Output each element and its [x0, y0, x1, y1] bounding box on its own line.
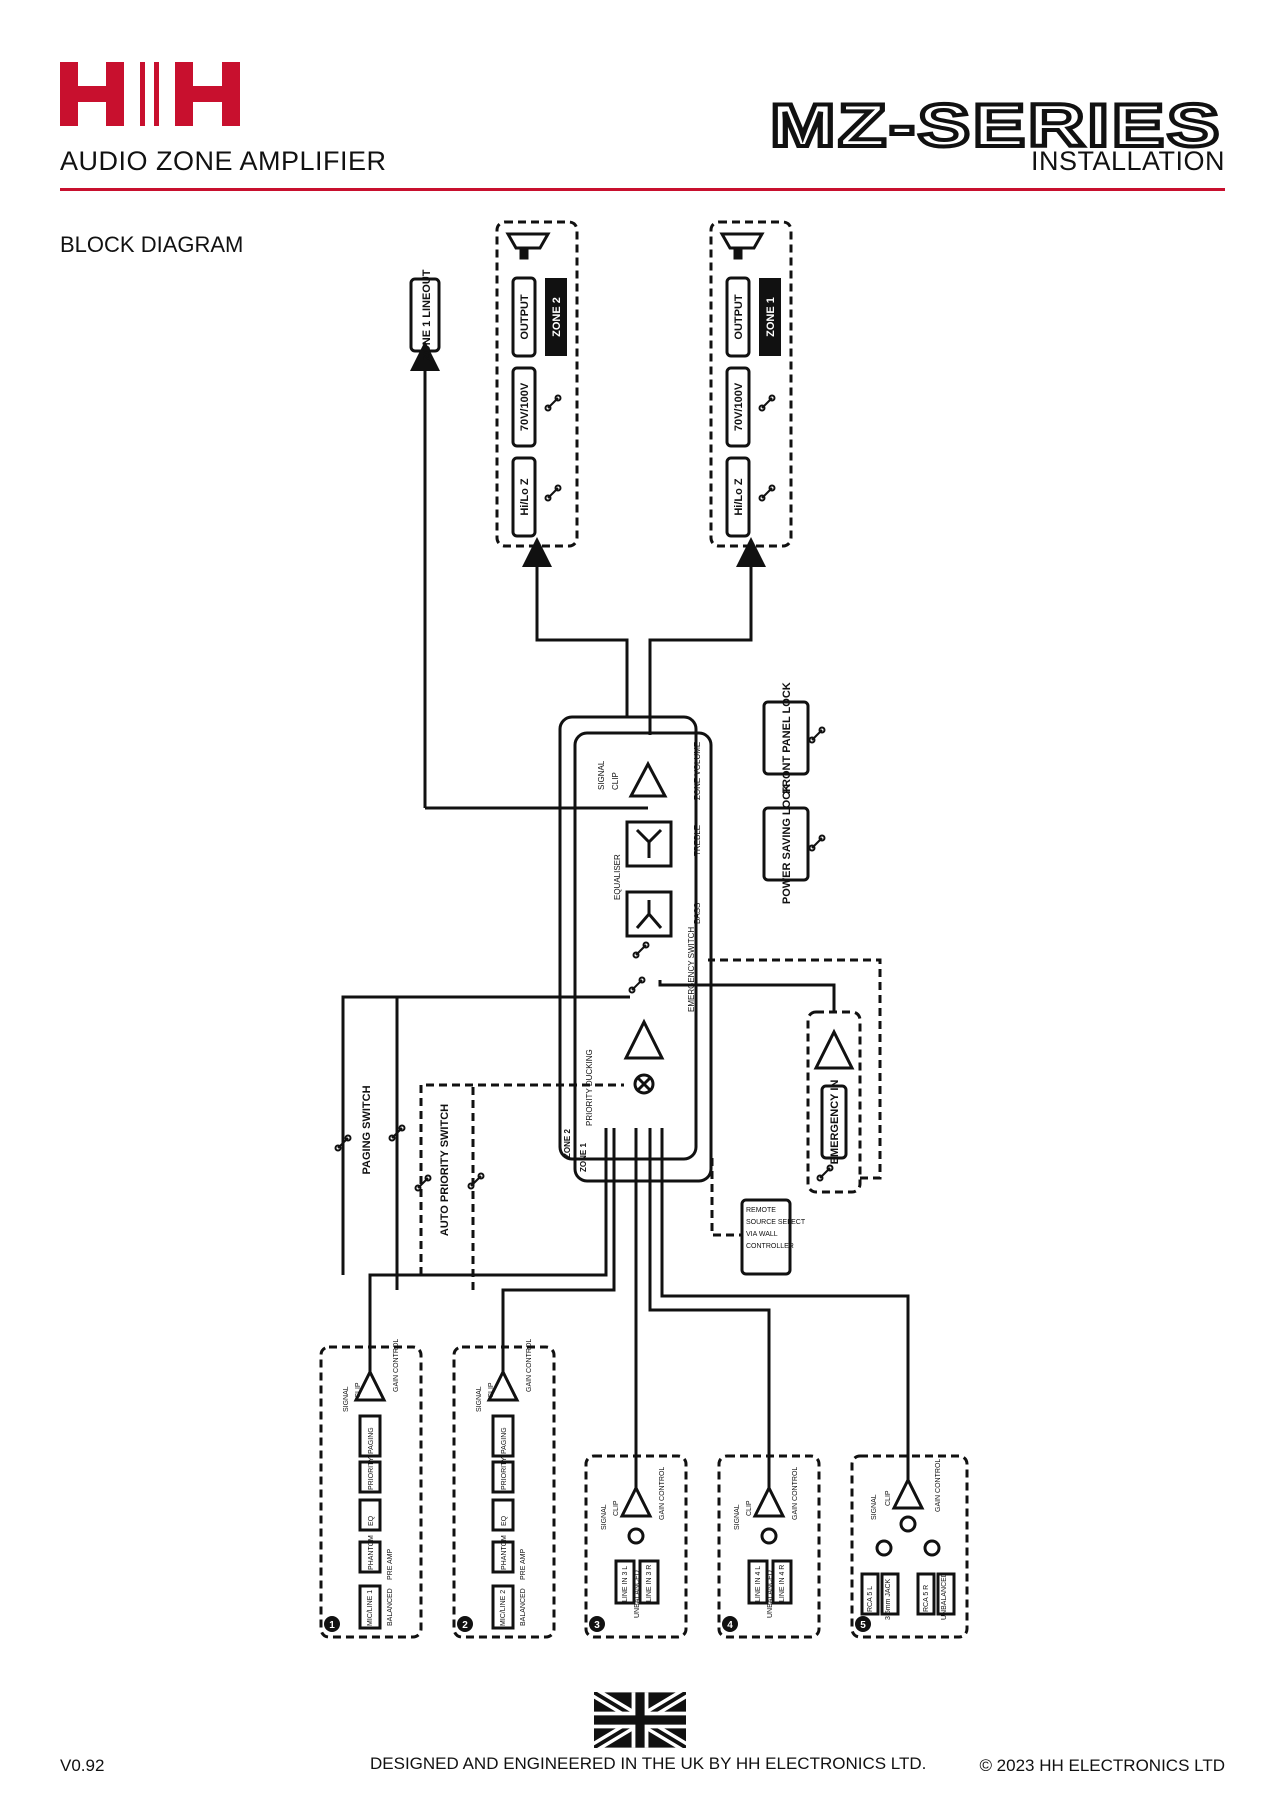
uk-flag-icon: [594, 1692, 686, 1748]
in3-label: LINE IN 3 L: [622, 1566, 629, 1602]
proc-clip-label: CLIP: [611, 772, 620, 790]
installation-label: INSTALLATION: [1030, 146, 1225, 176]
in2-label: MIC/LINE 2: [500, 1590, 507, 1626]
remote-line-2: SOURCE SELECT: [746, 1219, 806, 1226]
in2-signal: SIGNAL: [476, 1386, 483, 1412]
in1-block-preamp: PRE AMP: [387, 1549, 394, 1580]
in2-number: 2: [462, 1620, 468, 1631]
priority-ducking-label: PRIORITY DUCKING: [585, 1049, 594, 1126]
zone1-impedance-label: Hi/Lo Z: [733, 478, 745, 516]
input-module-5: [850, 1454, 969, 1639]
zone-volume-label: ZONE VOLUME: [693, 742, 702, 800]
equaliser-label: EQUALISER: [613, 854, 622, 900]
treble-label: TREBLE: [693, 825, 702, 856]
section-title: BLOCK DIAGRAM: [60, 232, 244, 257]
remote-line-4: CONTROLLER: [746, 1243, 794, 1250]
in4-sub: UNBALANCED: [767, 1570, 774, 1618]
in1-block-eq: EQ: [368, 1515, 375, 1526]
in5-label-3: 3.5mm JACK: [885, 1578, 892, 1620]
remote-line-3: VIA WALL: [746, 1231, 778, 1238]
emergency-switch-label: EMERGENCY SWITCH: [687, 927, 696, 1012]
in4-clip: CLIP: [746, 1500, 753, 1516]
auto-priority-label: AUTO PRIORITY SWITCH: [439, 1104, 451, 1236]
zone1-speaker-icon: [719, 232, 765, 250]
in2-block-paging: PAGING: [501, 1427, 508, 1454]
remote-select-box: [740, 1198, 792, 1276]
in3-number: 3: [594, 1620, 600, 1631]
remote-line-1: REMOTE: [746, 1207, 776, 1214]
in4-number: 4: [727, 1620, 733, 1631]
in1-sub: BALANCED: [387, 1588, 394, 1626]
zone2-speaker-icon: [505, 232, 551, 250]
power-saving-lock-box: [762, 806, 810, 882]
in5-label-r: RCA 5 R: [923, 1585, 930, 1612]
in1-block-priority: PRIORITY: [368, 1457, 375, 1490]
copyright-label: © 2023 HH ELECTRONICS LTD: [979, 1756, 1225, 1775]
paging-switch-label: PAGING SWITCH: [361, 1085, 373, 1174]
mz-series-logo: MZ-SERIES: [770, 96, 1222, 154]
zone2-processing: [558, 715, 698, 1161]
in1-block-paging: PAGING: [368, 1427, 375, 1454]
in2-block-priority: PRIORITY: [501, 1457, 508, 1490]
in1-gain: GAIN CONTROL: [393, 1339, 400, 1392]
in1-signal: SIGNAL: [343, 1386, 350, 1412]
in3-clip: CLIP: [613, 1500, 620, 1516]
zone1-voltage-label: 70V/100V: [733, 382, 745, 431]
zone2-impedance-label: Hi/Lo Z: [519, 478, 531, 516]
zone1-output-module: [709, 220, 793, 548]
in1-clip: CLIP: [355, 1382, 362, 1398]
lineout-label: ZONE 1 LINEOUT: [421, 269, 433, 360]
in2-block-eq: EQ: [501, 1515, 508, 1526]
zone1-processing-tag: ZONE 1: [579, 1143, 588, 1172]
front-panel-lock-label: FRONT PANEL LOCK: [781, 682, 793, 793]
front-panel-lock-box: [762, 700, 810, 776]
header-rule: [60, 188, 1225, 191]
zone2-output-module: [495, 220, 579, 548]
hh-logo: [60, 62, 240, 126]
in5-clip: CLIP: [885, 1490, 892, 1506]
bass-label: BASS: [693, 903, 702, 924]
in1-number: 1: [329, 1620, 335, 1631]
in5-signal: SIGNAL: [871, 1494, 878, 1520]
designed-label: DESIGNED AND ENGINEERED IN THE UK BY HH …: [370, 1754, 927, 1773]
in2-sub: BALANCED: [520, 1588, 527, 1626]
zone2-tag: ZONE 2: [551, 297, 563, 337]
in5-number: 5: [860, 1620, 866, 1631]
in4-label-r: LINE IN 4 R: [779, 1565, 786, 1602]
zone1-processing: [573, 731, 713, 1183]
in2-gain: GAIN CONTROL: [526, 1339, 533, 1392]
zone1-tag: ZONE 1: [765, 297, 777, 337]
in3-sub: UNBALANCED: [634, 1570, 641, 1618]
in2-clip: CLIP: [488, 1382, 495, 1398]
zone2-voltage-label: 70V/100V: [519, 382, 531, 431]
in1-label: MIC/LINE 1: [367, 1590, 374, 1626]
in4-signal: SIGNAL: [734, 1504, 741, 1530]
product-subtitle: AUDIO ZONE AMPLIFIER: [60, 146, 387, 176]
in3-label-r: LINE IN 3 R: [646, 1565, 653, 1602]
in4-label: LINE IN 4 L: [755, 1566, 762, 1602]
in3-gain: GAIN CONTROL: [659, 1467, 666, 1520]
in5-label: RCA 5 L: [867, 1586, 874, 1612]
zone2-processing-tag: ZONE 2: [563, 1129, 572, 1158]
in1-block-phantom: PHANTOM: [368, 1535, 375, 1570]
in2-block-phantom: PHANTOM: [501, 1535, 508, 1570]
emergency-in-label: EMERGENCY IN: [829, 1080, 841, 1165]
in3-signal: SIGNAL: [601, 1504, 608, 1530]
in2-block-preamp: PRE AMP: [520, 1549, 527, 1580]
version-label: V0.92: [60, 1756, 105, 1775]
proc-signal-label: SIGNAL: [597, 760, 606, 790]
series-title: MZ-SERIES: [770, 96, 1222, 154]
zone2-output-label: OUTPUT: [519, 294, 531, 340]
power-saving-lock-label: POWER SAVING LOCK: [781, 784, 793, 904]
in5-gain: GAIN CONTROL: [935, 1459, 942, 1512]
in4-gain: GAIN CONTROL: [792, 1467, 799, 1520]
zone1-output-label: OUTPUT: [733, 294, 745, 340]
in5-sub: UNBALANCED: [941, 1572, 948, 1620]
